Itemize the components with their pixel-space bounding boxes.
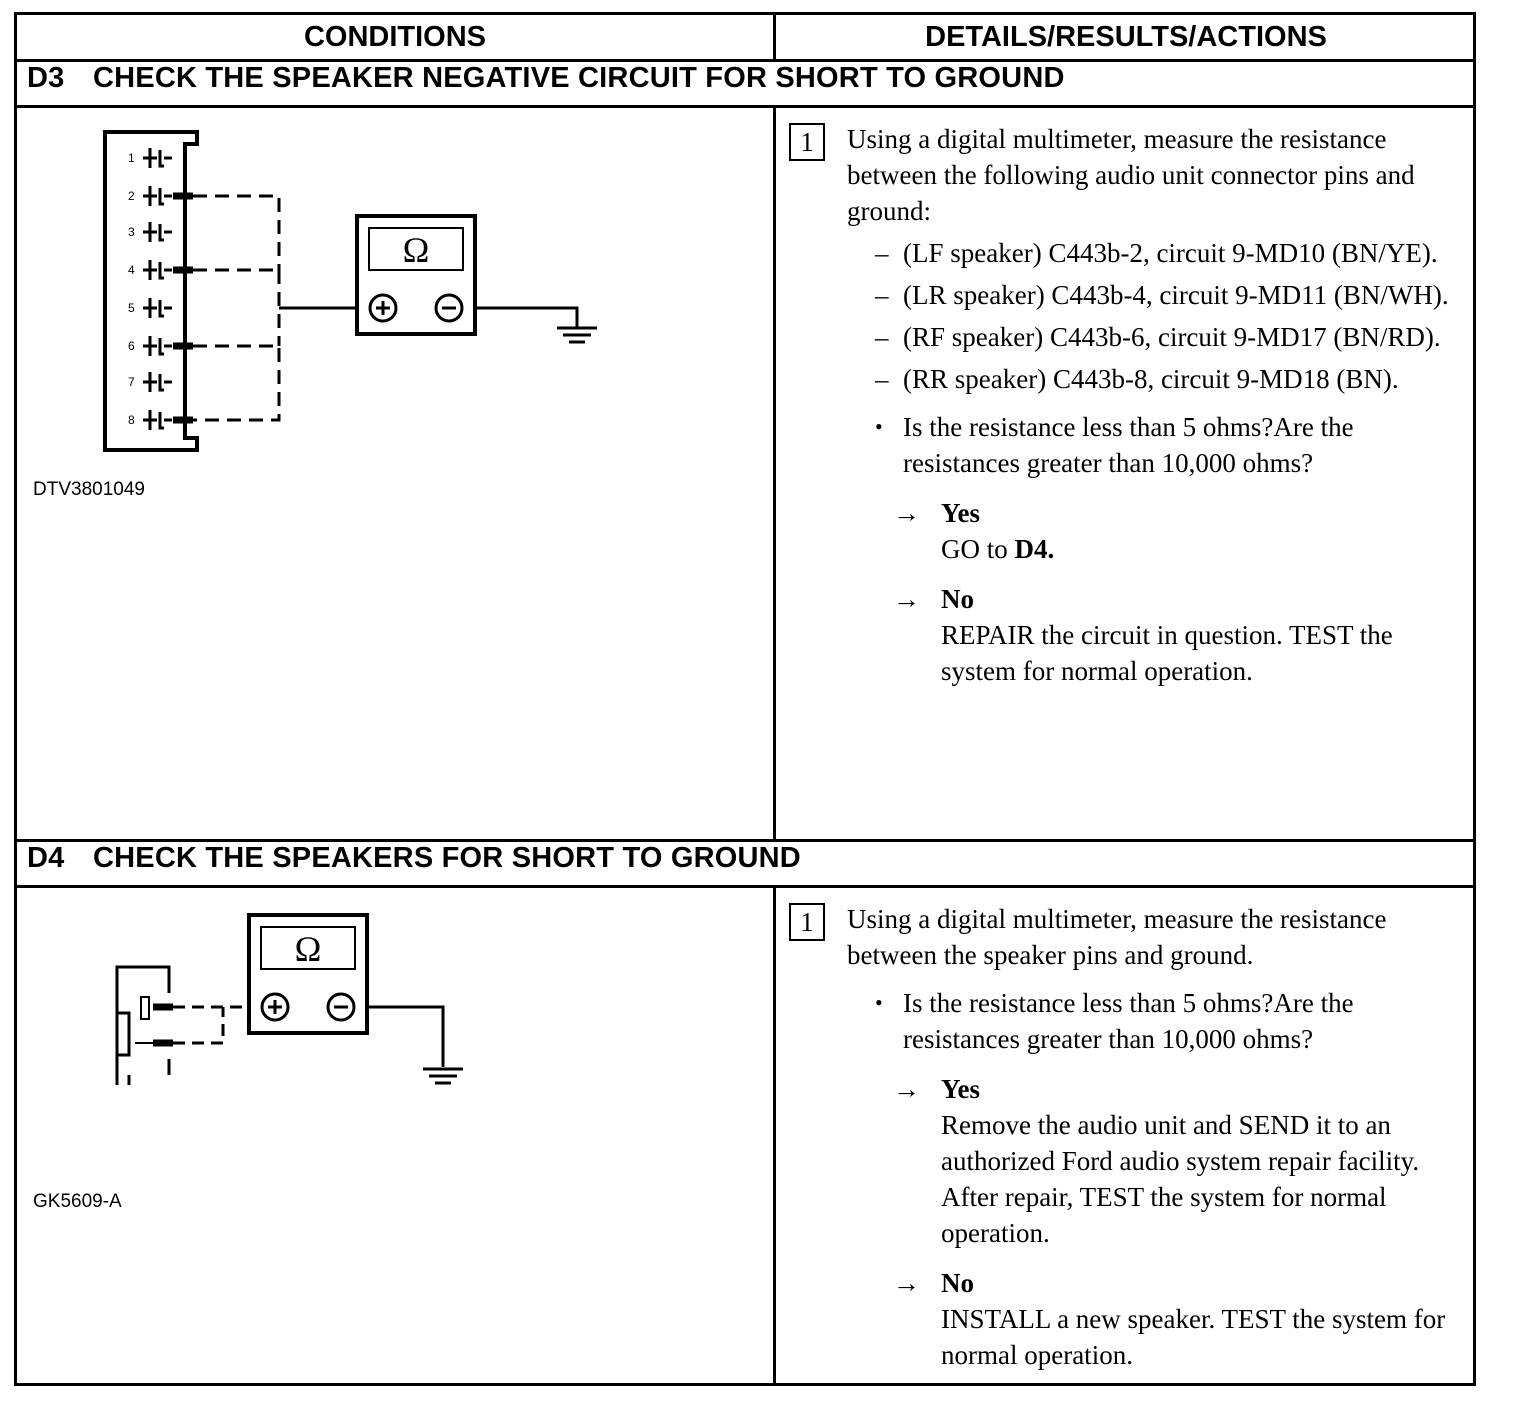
figure-caption-d3: DTV3801049: [33, 479, 145, 500]
svg-text:5: 5: [128, 301, 135, 315]
positive-terminal: [368, 293, 398, 323]
connector-body: [103, 130, 199, 452]
result-action: REPAIR the circuit in question. TEST the…: [941, 620, 1393, 686]
result-yes: → Yes GO to D4.: [893, 495, 1469, 567]
ground-symbol: [557, 326, 597, 344]
result-action: Remove the audio unit and SEND it to an …: [941, 1110, 1420, 1248]
svg-text:1: 1: [128, 151, 135, 165]
speaker-connector: [115, 965, 171, 1085]
list-item: –(RR speaker) C443b-8, circuit 9-MD18 (B…: [875, 364, 1399, 394]
d4-divider: [773, 887, 776, 1386]
rule: [17, 105, 1473, 108]
ground-symbol: [423, 1067, 463, 1085]
result-label: Yes: [941, 1074, 980, 1104]
result-label: Yes: [941, 498, 980, 528]
svg-text:3: 3: [128, 225, 135, 239]
instruction-text: Using a digital multimeter, measure the …: [847, 124, 1415, 226]
list-item: –(LF speaker) C443b-2, circuit 9-MD10 (B…: [875, 238, 1438, 268]
step-title-d3: D3 CHECK THE SPEAKER NEGATIVE CIRCUIT FOR…: [27, 62, 1065, 95]
pin-labels: 1 2 3 4 5 6 7 8: [128, 151, 135, 427]
svg-text:4: 4: [128, 263, 135, 277]
d4-details: 1 Using a digital multimeter, measure th…: [789, 901, 1469, 1373]
result-label: No: [941, 584, 974, 614]
svg-text:7: 7: [128, 375, 135, 389]
svg-text:6: 6: [128, 339, 135, 353]
step-id: D4: [27, 842, 65, 874]
step-id: D3: [27, 62, 65, 94]
conditions-header: CONDITIONS: [303, 21, 487, 53]
result-label: No: [941, 1268, 974, 1298]
question: •Is the resistance less than 5 ohms?Are …: [875, 988, 1354, 1054]
step-number-box: 1: [789, 123, 825, 161]
step-title-d4: D4 CHECK THE SPEAKERS FOR SHORT TO GROUND: [27, 842, 801, 875]
details-header: DETAILS/RESULTS/ACTIONS: [925, 21, 1327, 53]
question: •Is the resistance less than 5 ohms?Are …: [875, 412, 1354, 478]
rule: [17, 59, 1473, 62]
result-action: GO to D4.: [941, 534, 1055, 564]
result-no: → No REPAIR the circuit in question. TES…: [893, 581, 1469, 689]
instruction-text: Using a digital multimeter, measure the …: [847, 904, 1387, 970]
header-divider: [773, 15, 776, 59]
meter-display: [260, 926, 356, 970]
result-yes: → Yes Remove the audio unit and SEND it …: [893, 1071, 1469, 1251]
multimeter: [247, 913, 369, 1035]
d3-details: 1 Using a digital multimeter, measure th…: [789, 121, 1469, 689]
d3-circuit-diagram: Ω 1 2 3 4 5 6 7 8: [103, 130, 597, 452]
step-title-text: CHECK THE SPEAKERS FOR SHORT TO GROUND: [93, 842, 801, 874]
multimeter: [355, 214, 477, 336]
figure-caption-d4: GK5609-A: [33, 1191, 122, 1212]
positive-terminal: [260, 992, 290, 1022]
meter-omega: Ω: [403, 230, 430, 270]
d3-divider: [773, 107, 776, 842]
step-title-text: CHECK THE SPEAKER NEGATIVE CIRCUIT FOR S…: [93, 62, 1065, 94]
meter-omega: Ω: [295, 929, 322, 969]
result-action: INSTALL a new speaker. TEST the system f…: [941, 1304, 1446, 1370]
result-no: → No INSTALL a new speaker. TEST the sys…: [893, 1265, 1469, 1373]
step-number-box: 1: [789, 903, 825, 941]
negative-terminal: [326, 992, 356, 1022]
rule: [17, 885, 1473, 888]
connector-pins: [143, 148, 172, 430]
rule: [17, 839, 1473, 842]
list-item: –(LR speaker) C443b-4, circuit 9-MD11 (B…: [875, 280, 1449, 310]
svg-text:8: 8: [128, 413, 135, 427]
meter-display: [368, 227, 464, 271]
d4-circuit-diagram: Ω: [115, 913, 463, 1085]
svg-text:2: 2: [128, 189, 135, 203]
negative-terminal: [434, 293, 464, 323]
list-item: –(RF speaker) C443b-6, circuit 9-MD17 (B…: [875, 322, 1441, 352]
